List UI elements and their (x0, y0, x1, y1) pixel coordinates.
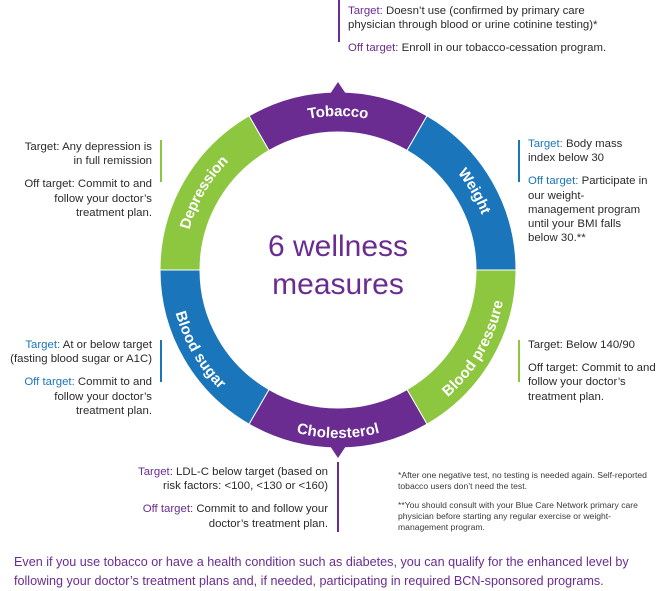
off-target-label: Off target: (24, 178, 75, 191)
cholesterol-divider (337, 462, 339, 532)
tobacco-info: Target: Doesn’t use (confirmed by primar… (348, 4, 628, 56)
target-label: Target: (24, 141, 60, 153)
off-target-text: Participate in our weight-management pro… (528, 175, 648, 245)
target-label: Target: (25, 339, 61, 351)
segment-depression (159, 115, 270, 271)
bottom-statement: Even if you use tobacco or have a health… (14, 555, 629, 588)
blood-pressure-target: Target: Below 140/90 (528, 338, 658, 352)
off-target-label: Off target: (528, 175, 579, 188)
off-target-text: Commit to and follow your doctor’s treat… (528, 362, 656, 403)
cholesterol-target: Target: LDL-C below target (based on ris… (128, 465, 328, 493)
target-text: LDL-C below target (based on risk factor… (163, 466, 328, 493)
tobacco-pointer (330, 82, 346, 94)
blood-sugar-off-target: Off target: Commit to and follow your do… (10, 375, 152, 418)
depression-info: Target: Any depression is in full remiss… (20, 140, 152, 220)
target-label: Target: (528, 138, 563, 150)
center-title-line1: 6 wellness (268, 230, 408, 263)
target-label: Target: (138, 466, 173, 478)
tobacco-off-target: Off target: Enroll in our tobacco-cessat… (348, 41, 628, 55)
blood-pressure-off-target: Off target: Commit to and follow your do… (528, 361, 658, 404)
off-target-label: Off target: (24, 376, 75, 389)
off-target-text: Commit to and follow your doctor’s treat… (54, 376, 152, 417)
off-target-text: Commit to and follow your doctor’s treat… (54, 178, 152, 219)
blood-pressure-info: Target: Below 140/90 Off target: Commit … (528, 338, 658, 404)
off-target-text: Enroll in our tobacco-cessation program. (398, 42, 607, 55)
weight-target: Target: Body mass index below 30 (528, 137, 648, 165)
cholesterol-off-target: Off target: Commit to and follow your do… (128, 502, 328, 530)
target-label: Target: (528, 339, 563, 351)
target-text: Body mass index below 30 (528, 138, 623, 165)
weight-divider (518, 140, 520, 182)
segment-blood-sugar (159, 269, 270, 425)
blood-pressure-divider (518, 340, 520, 382)
target-text: Below 140/90 (562, 339, 636, 351)
target-text: At or below target (fasting blood sugar … (10, 339, 152, 366)
blood-sugar-info: Target: At or below target (fasting bloo… (10, 338, 152, 418)
off-target-label: Off target: (528, 362, 579, 375)
wheel-segments (159, 82, 517, 458)
segment-tobacco (248, 91, 428, 152)
segment-blood-pressure (406, 269, 517, 425)
blood-sugar-divider (160, 340, 162, 382)
segment-weight (406, 115, 517, 271)
cholesterol-info: Target: LDL-C below target (based on ris… (128, 465, 328, 531)
segment-label-cholesterol: Cholesterol (295, 420, 380, 442)
depression-divider (160, 140, 162, 182)
off-target-text: Commit to and follow your doctor’s treat… (193, 503, 328, 530)
depression-target: Target: Any depression is in full remiss… (20, 140, 152, 168)
tobacco-target: Target: Doesn’t use (confirmed by primar… (348, 4, 628, 32)
footnote-tobacco: *After one negative test, no testing is … (398, 470, 647, 491)
off-target-label: Off target: (348, 42, 399, 55)
weight-info: Target: Body mass index below 30 Off tar… (528, 137, 648, 245)
center-title-line2: measures (272, 268, 404, 301)
blood-sugar-target: Target: At or below target (fasting bloo… (10, 338, 152, 366)
off-target-label: Off target: (142, 503, 194, 516)
depression-off-target: Off target: Commit to and follow your do… (20, 177, 152, 220)
weight-off-target: Off target: Participate in our weight-ma… (528, 174, 648, 245)
target-text: Doesn’t use (confirmed by primary care p… (348, 5, 598, 32)
footnotes: *After one negative test, no testing is … (398, 470, 660, 533)
cholesterol-pointer (330, 446, 346, 458)
tobacco-divider (338, 0, 340, 42)
footnote-weight: **You should consult with your Blue Care… (398, 500, 638, 532)
target-label: Target: (348, 5, 383, 17)
segment-label-tobacco: Tobacco (306, 103, 369, 123)
target-text: Any depression is in full remission (59, 141, 152, 168)
